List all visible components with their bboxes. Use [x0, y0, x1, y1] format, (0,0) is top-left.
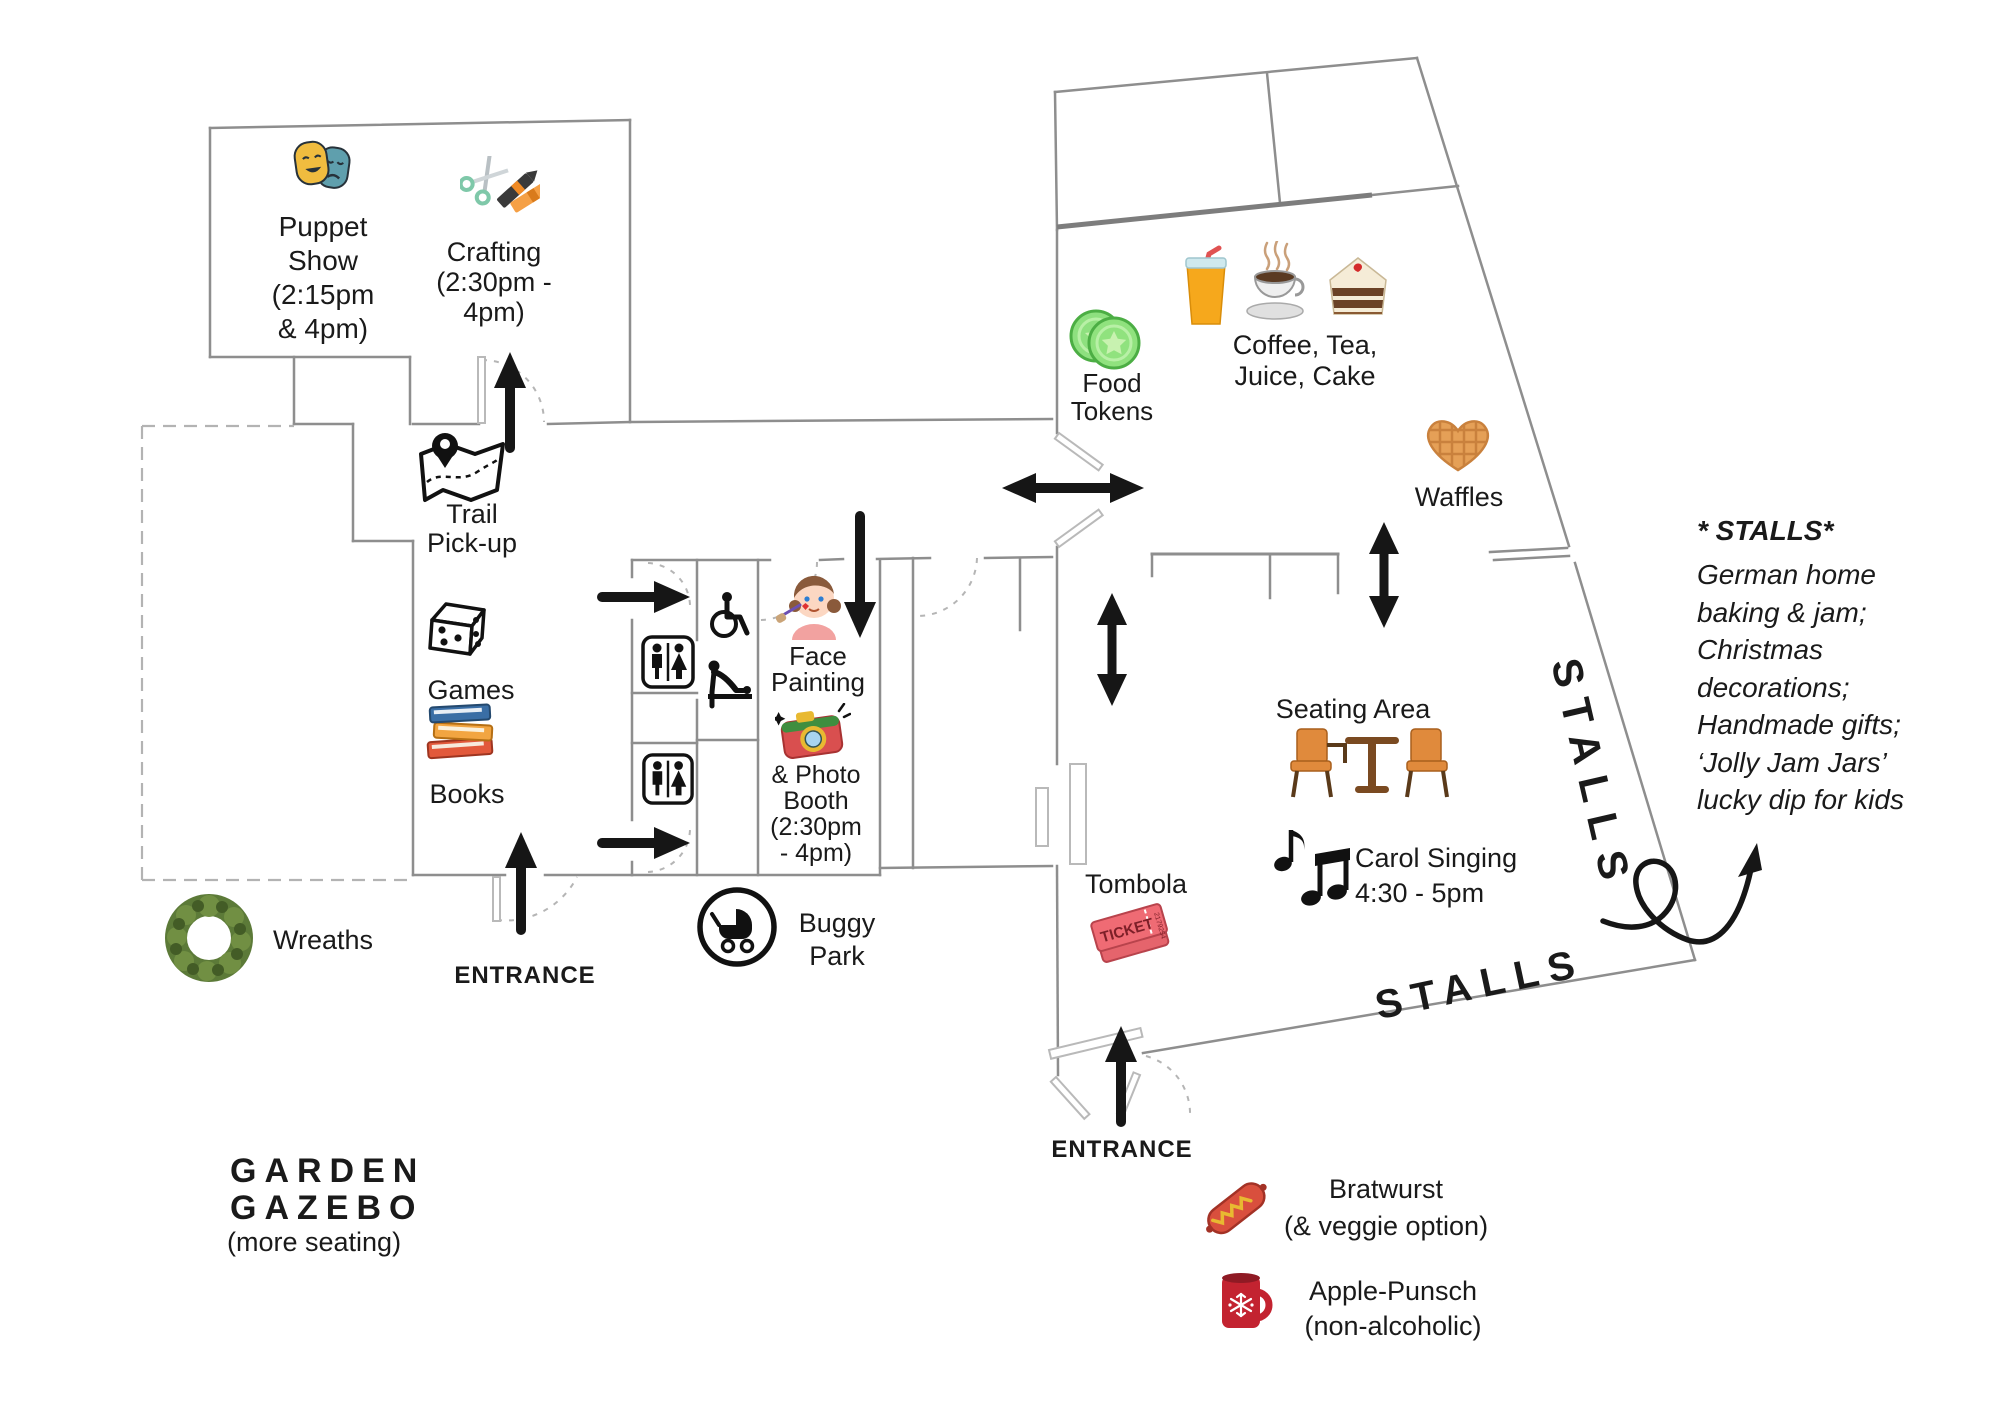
- waffles-label: Waffles: [1414, 482, 1504, 512]
- entrance-right-label: ENTRANCE: [1051, 1136, 1193, 1163]
- cake-slice-icon: [1324, 254, 1392, 318]
- carol-singing-label: Carol Singing 4:30 - 5pm: [1355, 843, 1518, 908]
- crafting-scissors-crayons-icon: [460, 156, 540, 228]
- coffee-cup-icon: [1241, 241, 1309, 321]
- scissors: [460, 156, 509, 206]
- direction-arrows: [494, 352, 1399, 1127]
- punsch-mug-icon: [1216, 1268, 1278, 1334]
- photo-booth-label: & Photo Booth (2:30pm - 4pm): [770, 761, 862, 867]
- books-label: Books: [429, 779, 505, 809]
- food-tokens-label: Food Tokens: [1070, 368, 1154, 426]
- stalls-note-body: German home baking & jam; Christmas deco…: [1697, 559, 1904, 815]
- seating-table-icon: [1283, 721, 1457, 801]
- theater-masks-icon: [292, 136, 356, 202]
- food-tokens-icon: [1068, 309, 1144, 371]
- seating-area-label: Seating Area: [1275, 694, 1431, 724]
- crafting-label: Crafting (2:30pm - 4pm): [436, 237, 552, 327]
- trail-pickup-label: Trail Pick-up: [426, 499, 518, 558]
- photo-camera-icon: [775, 703, 851, 763]
- juice-glass-icon: [1183, 238, 1229, 328]
- garden-gazebo-label: GARDEN GAZEBO: [230, 1152, 426, 1227]
- entrance-left-label: ENTRANCE: [454, 962, 596, 989]
- dice-icon: [424, 598, 492, 660]
- toilet-sign-icon: [640, 634, 696, 690]
- games-label: Games: [427, 675, 515, 705]
- baby-change-icon: [700, 658, 758, 710]
- music-notes-icon: [1270, 826, 1350, 908]
- accessible-toilet-icon: [704, 590, 750, 642]
- more-seating-label: (more seating): [227, 1227, 402, 1257]
- wreaths-label: Wreaths: [272, 925, 374, 955]
- apple-punsch-label: Apple-Punsch (non-alcoholic): [1304, 1276, 1482, 1341]
- door-leaves: [477, 356, 1144, 1121]
- buggy-park-label: Buggy Park: [798, 908, 876, 971]
- garden-gazebo-boundary: [140, 424, 415, 882]
- face-painting-label: Face Painting: [771, 641, 865, 697]
- puppet-show-label: Puppet Show (2:15pm & 4pm): [271, 211, 375, 344]
- trail-map-icon: [415, 432, 509, 508]
- bratwurst-label: Bratwurst (& veggie option): [1283, 1174, 1489, 1241]
- buggy-pram-icon: [695, 885, 779, 969]
- bratwurst-icon: [1204, 1168, 1274, 1252]
- thick-wall: [1056, 192, 1373, 230]
- door-swing-arcs: [481, 359, 1192, 1117]
- waffle-heart-icon: [1422, 414, 1494, 474]
- face-painting-icon: [776, 566, 848, 646]
- wreath-icon: [162, 889, 256, 987]
- toilet-sign-icon: [640, 752, 696, 806]
- walls: [208, 56, 1697, 1077]
- tombola-label: Tombola: [1084, 869, 1188, 899]
- stalls-note-title: * STALLS*: [1697, 515, 1834, 546]
- tombola-ticket-icon: TICKET 2179254: [1089, 902, 1175, 966]
- curly-arrow: [1600, 843, 1762, 945]
- coffee-tea-label: Coffee, Tea, Juice, Cake: [1232, 330, 1378, 391]
- books-icon: [424, 698, 498, 760]
